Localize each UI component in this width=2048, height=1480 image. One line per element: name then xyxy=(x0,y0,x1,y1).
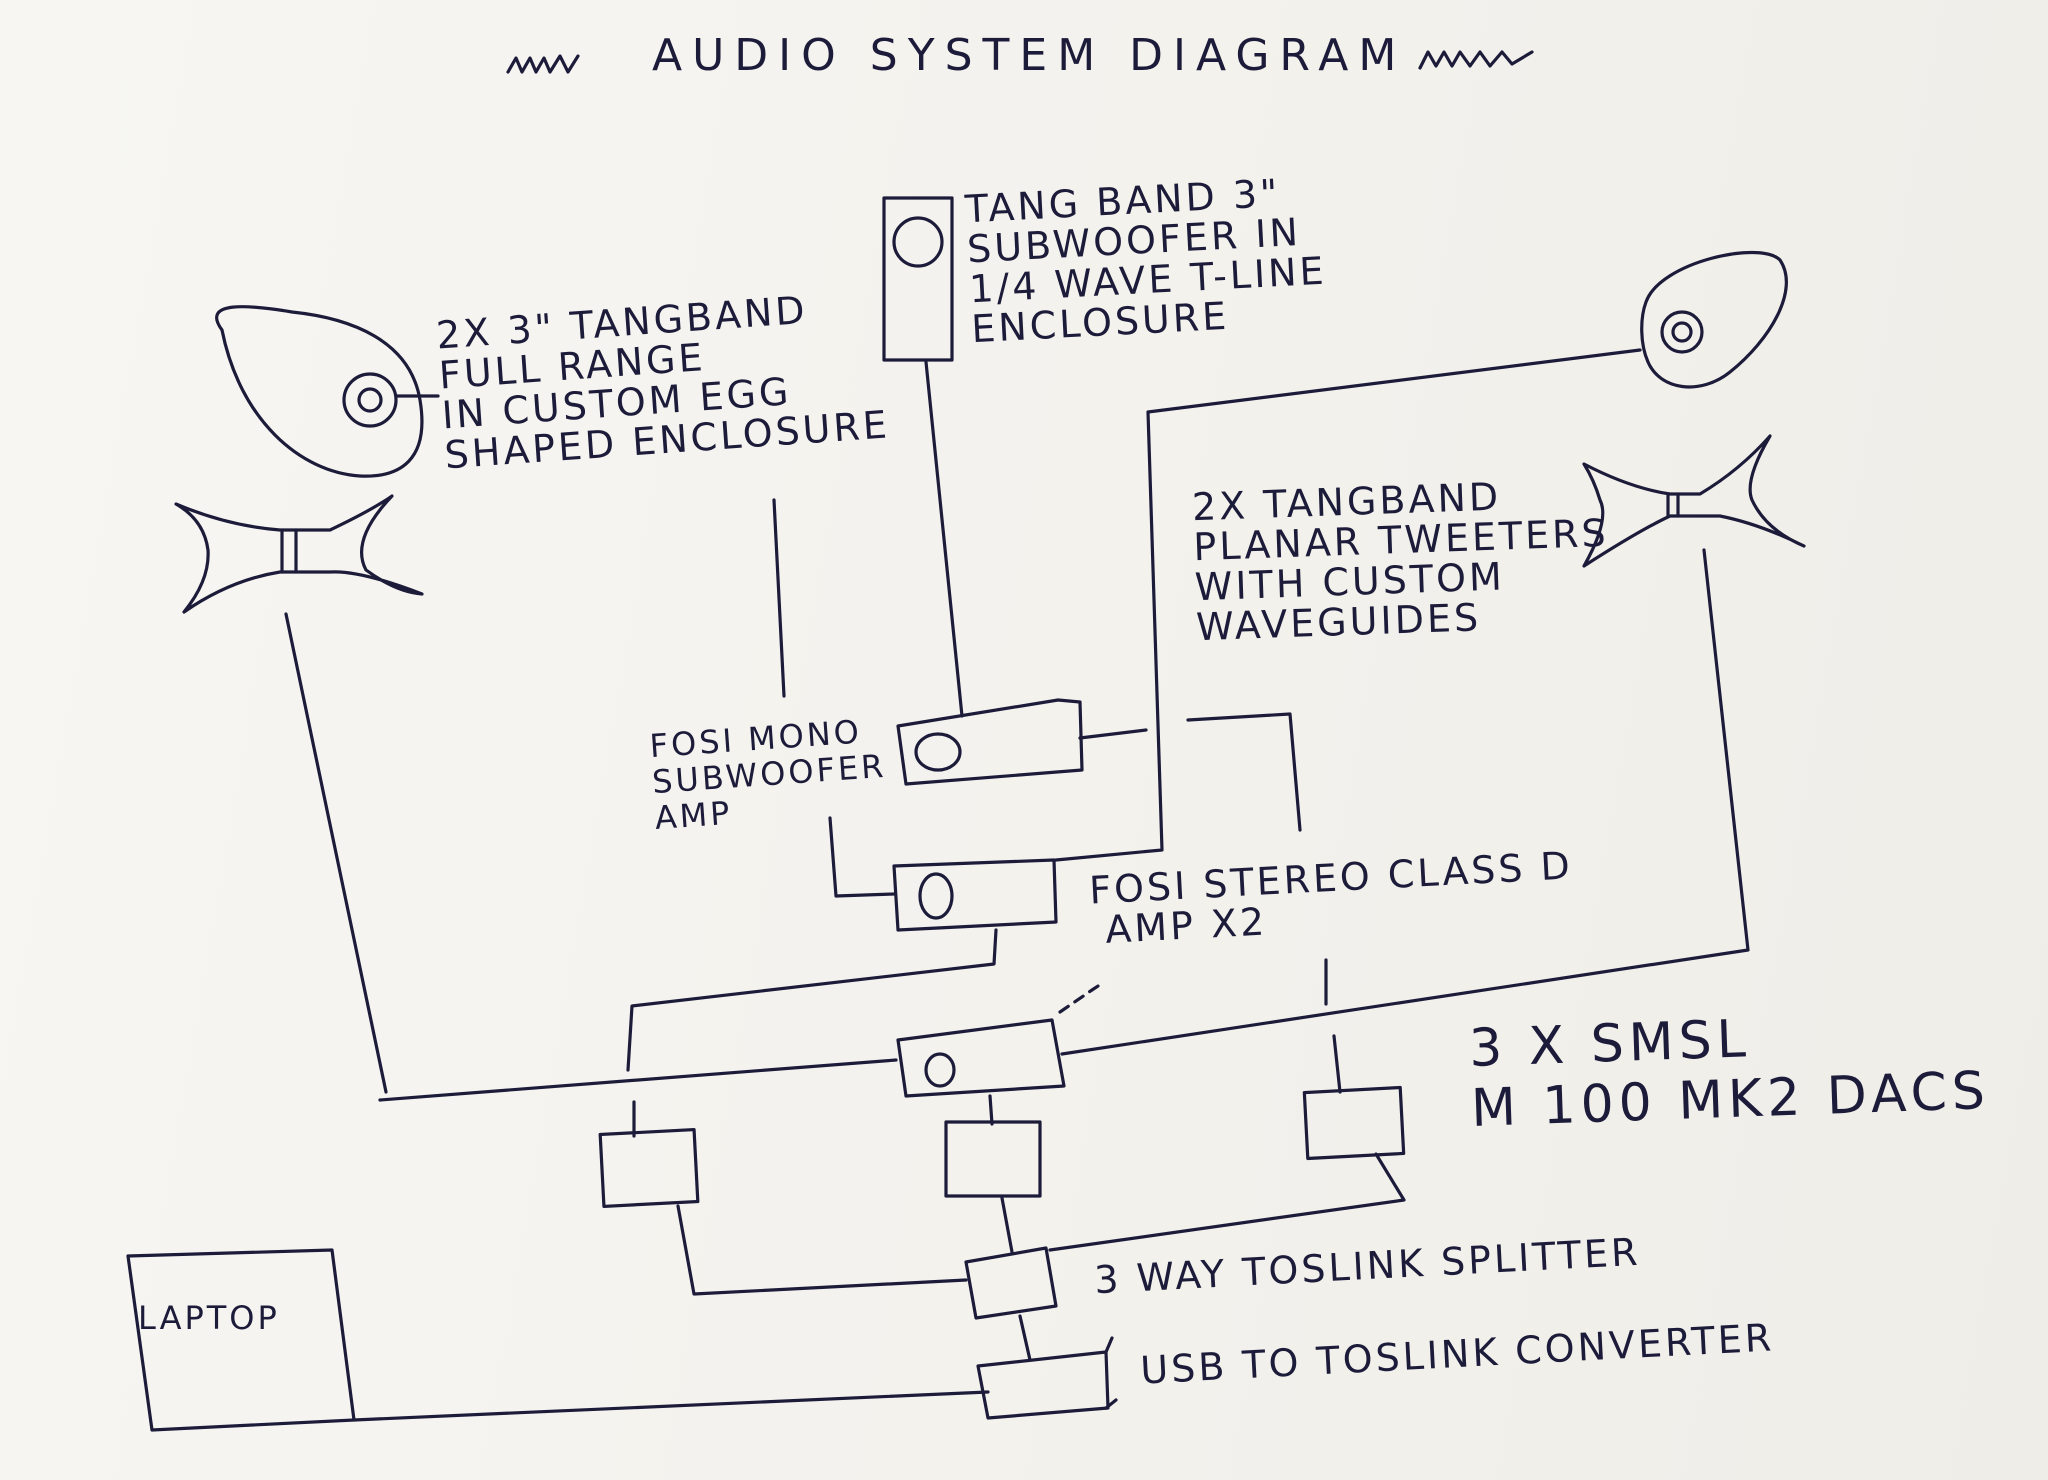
dac-middle-box xyxy=(944,1120,1042,1198)
dac-left-box xyxy=(598,1127,700,1209)
left-driver-outer xyxy=(342,372,398,428)
left-tweeter-body xyxy=(280,528,298,574)
diagram-title: AUDIO SYSTEM DIAGRAM xyxy=(652,30,1407,81)
left-tweeter-waveguide xyxy=(174,494,424,614)
sub-amp-box xyxy=(896,698,1084,786)
right-tweeter-waveguide xyxy=(1582,434,1806,568)
right-tweeter-body xyxy=(1666,492,1680,518)
left-driver-inner xyxy=(357,387,383,413)
label-dacs: 3 X SMSL M 100 MK2 DACS xyxy=(1468,1001,1991,1139)
subwoofer-driver xyxy=(892,216,944,268)
left-full-range-speaker xyxy=(215,305,424,478)
title-squiggle-left xyxy=(506,54,580,74)
wiring xyxy=(284,348,1750,1422)
label-sub-amp: FOSI MONO SUBWOOFER AMP xyxy=(648,712,890,837)
right-driver-inner xyxy=(1671,321,1693,343)
dac-right-box xyxy=(1302,1085,1406,1161)
right-full-range-speaker xyxy=(1640,250,1788,389)
dac-center-box xyxy=(896,1018,1066,1098)
usb-toslink-converter-box xyxy=(976,1350,1110,1420)
title-squiggle-right xyxy=(1418,50,1534,70)
label-subwoofer: TANG BAND 3" SUBWOOFER IN 1/4 WAVE T-LIN… xyxy=(964,171,1330,351)
toslink-splitter-box xyxy=(964,1246,1058,1320)
laptop-box xyxy=(126,1248,356,1432)
dac-center-knob xyxy=(924,1052,956,1088)
stereo-amp-knob xyxy=(918,872,954,920)
subwoofer-enclosure xyxy=(882,196,954,362)
right-driver-outer xyxy=(1660,310,1704,354)
label-full-range: 2X 3" TANGBAND FULL RANGE IN CUSTOM EGG … xyxy=(435,285,891,478)
label-tweeters: 2X TANGBAND PLANAR TWEETERS WITH CUSTOM … xyxy=(1191,473,1612,650)
label-laptop: LAPTOP xyxy=(138,1299,280,1337)
sub-amp-knob xyxy=(914,732,962,772)
stereo-amp-box xyxy=(892,858,1058,932)
